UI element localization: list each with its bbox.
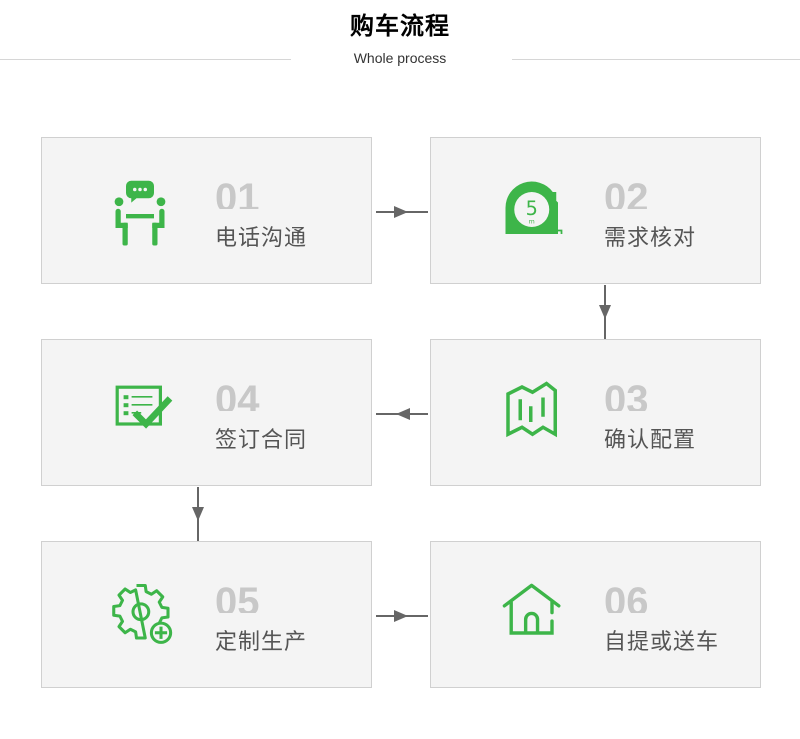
step-number: 06 bbox=[604, 580, 649, 613]
checklist-icon bbox=[115, 385, 173, 429]
house-icon bbox=[502, 583, 561, 635]
divider-left bbox=[0, 59, 291, 60]
step-01-card: 01 电话沟通 bbox=[41, 137, 372, 284]
divider-right bbox=[512, 59, 800, 60]
arrow-right-icon bbox=[376, 206, 428, 218]
step-04-card: 04 签订合同 bbox=[41, 339, 372, 486]
step-06-card: 06 自提或送车 bbox=[430, 541, 761, 688]
arrow-down-icon bbox=[599, 285, 611, 339]
step-label: 定制生产 bbox=[215, 630, 308, 655]
step-label: 确认配置 bbox=[604, 428, 697, 453]
step-03-card: 03 确认配置 bbox=[430, 339, 761, 486]
step-label: 自提或送车 bbox=[604, 630, 720, 655]
step-number: 04 bbox=[215, 378, 260, 411]
step-02-card: 5 m 02 需求核对 bbox=[430, 137, 761, 284]
step-label: 签订合同 bbox=[215, 428, 308, 453]
step-label: 电话沟通 bbox=[215, 226, 308, 251]
arrow-left-icon bbox=[376, 408, 428, 420]
gear-plus-icon bbox=[112, 583, 173, 644]
map-icon bbox=[506, 381, 557, 438]
arrow-right-icon bbox=[376, 610, 428, 622]
phone-meeting-icon bbox=[114, 180, 166, 246]
svg-text:5: 5 bbox=[526, 197, 538, 220]
step-label: 需求核对 bbox=[604, 226, 697, 251]
step-number: 01 bbox=[215, 176, 260, 209]
svg-text:m: m bbox=[529, 219, 535, 226]
step-number: 02 bbox=[604, 176, 649, 209]
arrow-down-icon bbox=[192, 487, 204, 541]
step-number: 05 bbox=[215, 580, 260, 613]
step-05-card: 05 定制生产 bbox=[41, 541, 372, 688]
page-subtitle: Whole process bbox=[353, 50, 447, 66]
tape-measure-icon: 5 m bbox=[505, 181, 563, 234]
step-number: 03 bbox=[604, 378, 649, 411]
page-title: 购车流程 bbox=[350, 12, 450, 40]
